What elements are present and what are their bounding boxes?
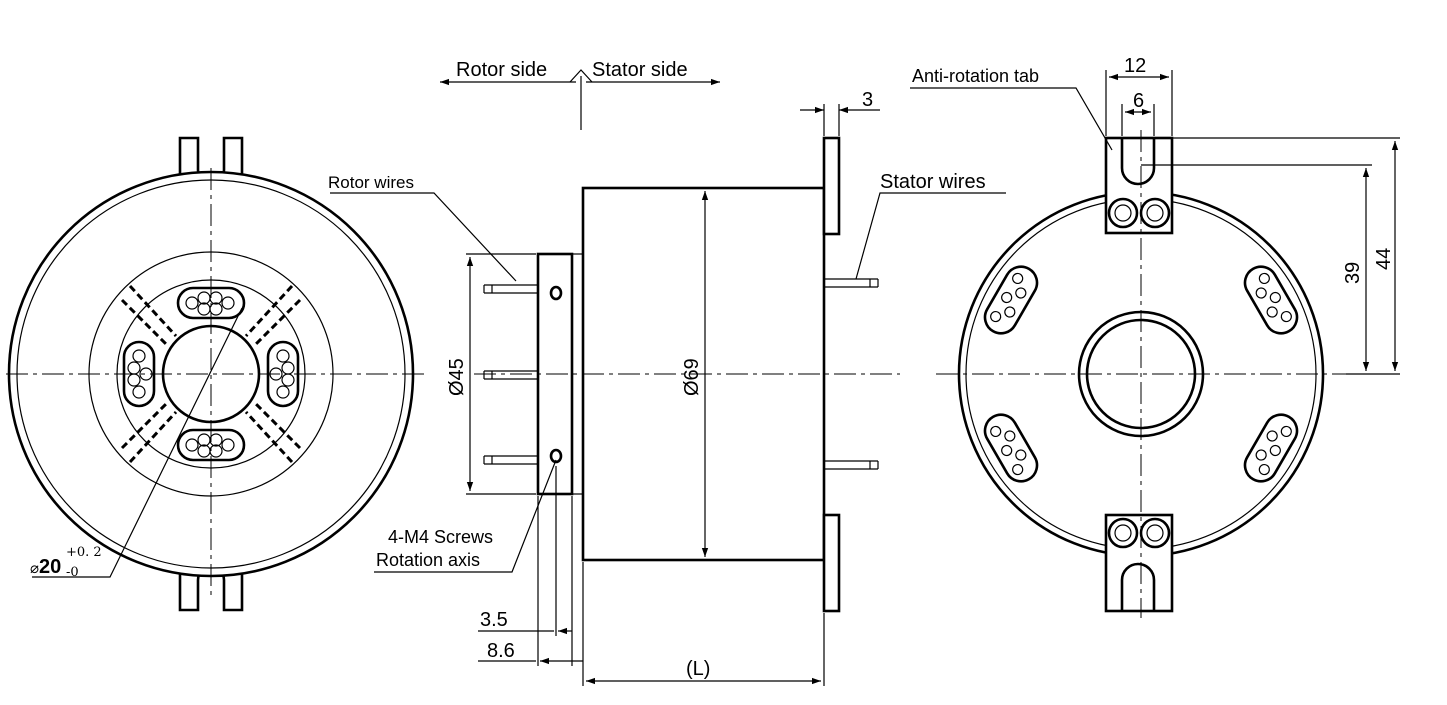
screw-top [549, 285, 563, 301]
d69-label: Ø69 [681, 358, 703, 396]
bore-leader-line [32, 307, 243, 578]
rotor-wires-bundles [483, 284, 538, 465]
stator-wires-label: Stator wires [880, 171, 986, 193]
offset-a-label: 3.5 [480, 609, 508, 631]
screws-leader [374, 459, 557, 573]
bore-tolerance-upper: +0. 2 [66, 545, 102, 560]
stator-wires-bundles [824, 278, 879, 470]
stator-wire-port-upper-right [1243, 265, 1299, 335]
screws-label: 4-M4 Screws [388, 527, 493, 547]
screw-bottom [549, 448, 563, 464]
slot-width-label: 6 [1133, 90, 1144, 112]
stator-wire-port-lower-right [1243, 413, 1299, 483]
bore-tolerance-lower: -0 [66, 565, 79, 580]
rotor-side-label: Rotor side [456, 59, 547, 81]
tab-height-label: 44 [1373, 248, 1395, 270]
side-view: Rotor side Stator side Rotor wires Stato… [328, 59, 1006, 686]
d45-label: Ø45 [446, 358, 468, 396]
stator-end-view: Anti-rotation tab 12 6 39 44 [910, 55, 1400, 618]
stator-wire-port-upper-left [983, 265, 1039, 335]
length-label: (L) [686, 658, 710, 680]
anti-rotation-tab-label: Anti-rotation tab [912, 66, 1039, 86]
anti-rotation-tab-top [1104, 136, 1174, 235]
anti-rotation-tab-leader [910, 87, 1113, 151]
slot-height-label: 39 [1342, 262, 1364, 284]
brush-bands [120, 284, 302, 464]
stator-wires-leader [855, 192, 1006, 280]
stator-flange-bottom [822, 513, 841, 613]
bore-diameter-label: ⌀20 [30, 556, 61, 578]
rotor-end-view: ⌀20 +0. 2 -0 [6, 136, 428, 612]
stator-flange-top [822, 136, 841, 236]
offset-b-label: 8.6 [487, 640, 515, 662]
flange-thickness-label: 3 [862, 89, 873, 111]
stator-side-label: Stator side [592, 59, 688, 81]
tab-width-label: 12 [1124, 55, 1146, 77]
bore-value: 20 [39, 556, 61, 578]
rotor-wires-label: Rotor wires [328, 173, 414, 192]
bore-symbol: ⌀ [30, 560, 39, 577]
rotor-wires-leader [330, 192, 517, 282]
rotation-axis-label: Rotation axis [376, 550, 480, 570]
stator-wire-port-lower-left [983, 413, 1039, 483]
side-divider-mark [569, 69, 593, 130]
